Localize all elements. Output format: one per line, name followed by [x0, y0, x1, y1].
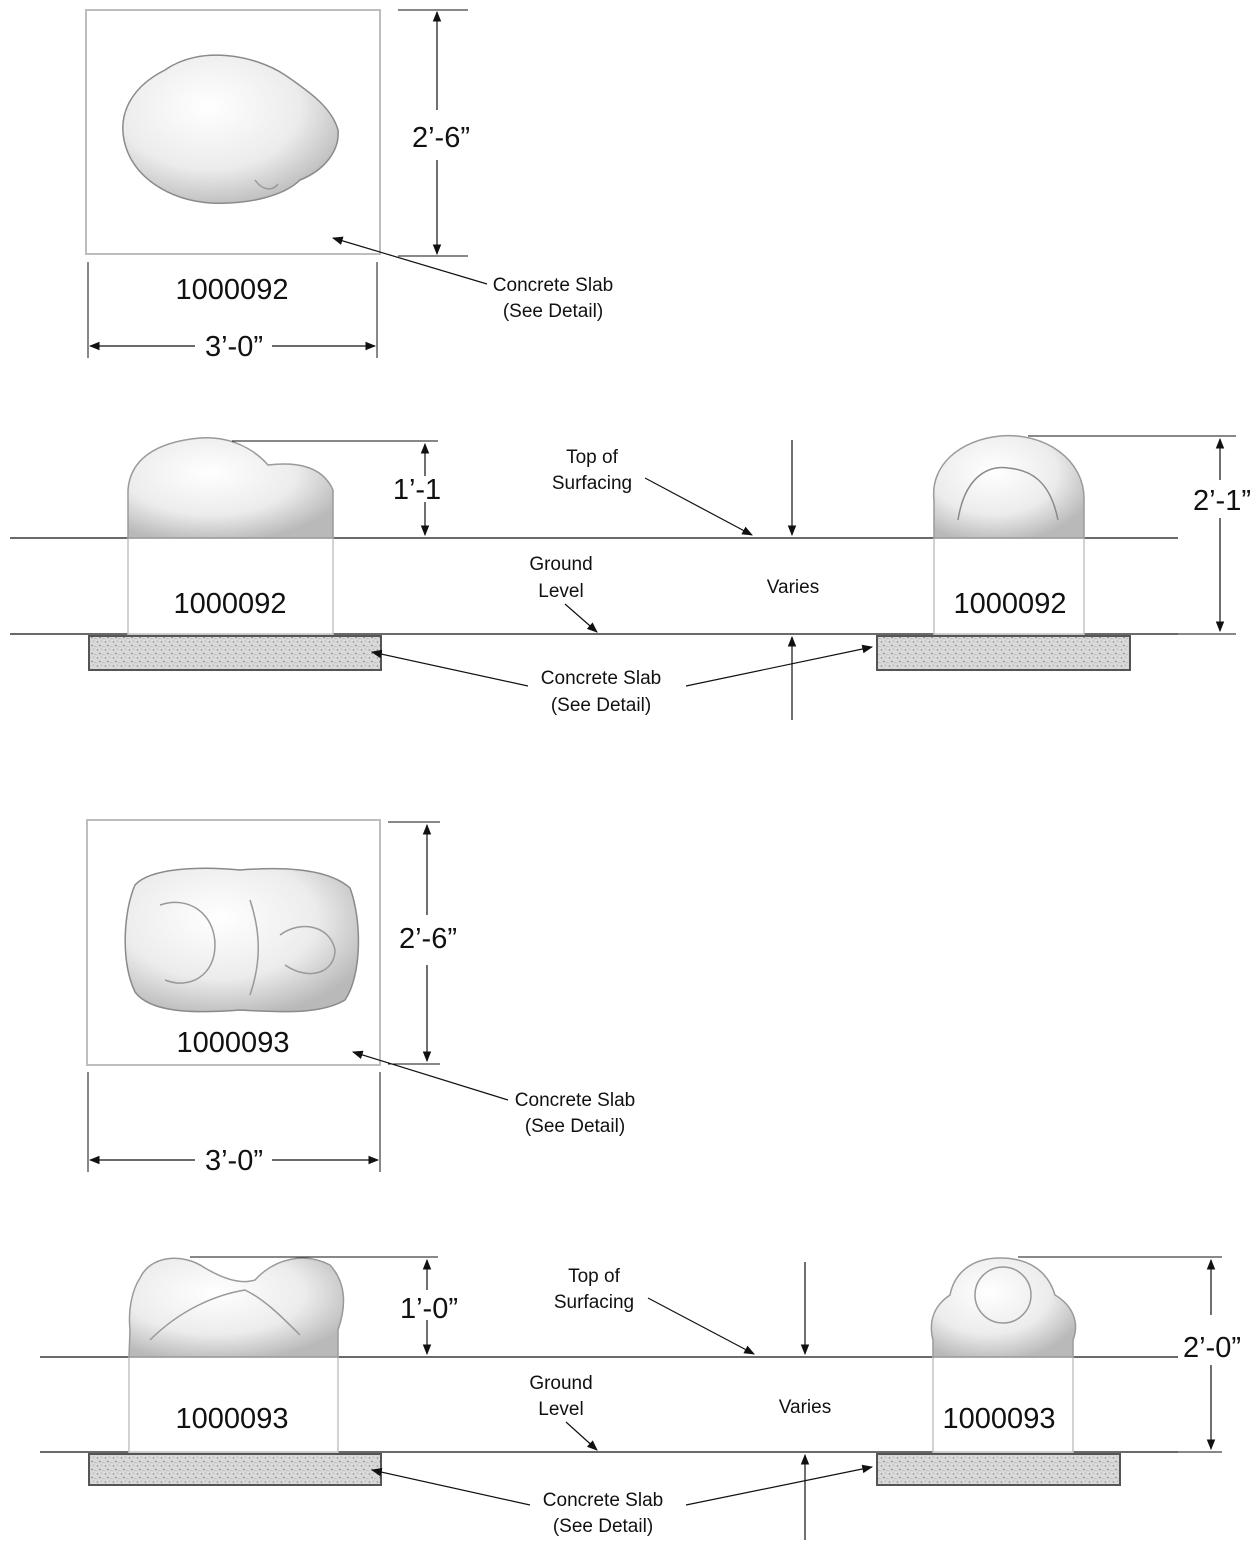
buried-base-right — [932, 1356, 1074, 1453]
plan-view-1000092: 1000092 2’-6” 3’-0” Concrete Slab (See D… — [85, 9, 613, 363]
slab-callout-line2: (See Detail) — [551, 695, 651, 716]
ground-level-line1: Ground — [529, 1373, 592, 1394]
callout-leader — [351, 1050, 509, 1101]
callout-leader — [685, 644, 874, 687]
callout-leader — [331, 236, 488, 285]
top-of-surfacing-line2: Surfacing — [554, 1292, 634, 1313]
left-height-dimension: 1’-0” — [400, 1293, 458, 1325]
ground-level-line2: Level — [538, 1399, 583, 1420]
slab-callout-line1: Concrete Slab — [493, 275, 613, 296]
width-dimension: 3’-0” — [205, 331, 263, 363]
sculpture-front-view — [932, 434, 1085, 539]
concrete-slab-right — [876, 1453, 1121, 1486]
left-item-number: 1000092 — [174, 588, 287, 620]
sculpture-top-view — [124, 867, 360, 1013]
slab-callout-line1: Concrete Slab — [515, 1090, 635, 1111]
sculpture-side-view — [128, 1257, 345, 1358]
sculpture-front-view — [930, 1257, 1077, 1358]
plan-item-number: 1000093 — [177, 1027, 290, 1059]
slab-callout-line1: Concrete Slab — [543, 1490, 663, 1511]
sculpture-detail — [254, 179, 279, 190]
callout-leader — [370, 649, 529, 687]
depth-dimension: 2’-6” — [399, 923, 457, 955]
concrete-slab-left — [88, 1453, 382, 1486]
plan-item-number: 1000092 — [176, 274, 289, 306]
callout-leader — [565, 1421, 598, 1451]
top-of-surfacing-line1: Top of — [568, 1266, 620, 1287]
overall-height-dimension: 2’-0” — [1183, 1332, 1241, 1364]
concrete-slab-left — [88, 635, 382, 671]
callout-leader — [647, 1297, 755, 1355]
varies-label: Varies — [779, 1397, 831, 1418]
varies-label: Varies — [767, 577, 819, 598]
overall-height-dimension: 2’-1” — [1193, 485, 1251, 517]
ground-level-line2: Level — [538, 581, 583, 602]
sculpture-front-detail — [957, 466, 1059, 521]
plan-view-1000093: 1000093 2’-6” 3’-0” Concrete Slab (See D… — [86, 819, 635, 1177]
top-of-surfacing-line1: Top of — [566, 447, 618, 468]
sculpture-side-view — [127, 437, 334, 539]
callout-leader — [685, 1464, 874, 1506]
left-height-dimension: 1’-1 — [393, 474, 441, 506]
callout-leader — [370, 1467, 531, 1506]
top-of-surfacing-line2: Surfacing — [552, 473, 632, 494]
sculpture-top-view — [122, 54, 339, 204]
right-item-number: 1000093 — [943, 1403, 1056, 1435]
left-item-number: 1000093 — [176, 1403, 289, 1435]
slab-callout-line2: (See Detail) — [525, 1116, 625, 1137]
elevation-view-1000093: 1000093 1000093 1’-0” 2’-0” Top of Surfa… — [40, 1256, 1241, 1540]
depth-dimension: 2’-6” — [412, 122, 470, 154]
right-item-number: 1000092 — [954, 588, 1067, 620]
buried-base-left — [128, 1356, 339, 1453]
sculpture-detail — [159, 899, 336, 996]
width-dimension: 3’-0” — [205, 1145, 263, 1177]
callout-leader — [564, 603, 598, 633]
sculpture-detail — [149, 1289, 301, 1341]
slab-callout-line1: Concrete Slab — [541, 668, 661, 689]
ground-level-line1: Ground — [529, 554, 592, 575]
slab-callout-line2: (See Detail) — [553, 1516, 653, 1537]
concrete-slab-right — [876, 635, 1131, 671]
slab-callout-line2: (See Detail) — [503, 301, 603, 322]
sculpture-detail — [974, 1266, 1032, 1324]
callout-leader — [644, 477, 753, 536]
elevation-view-1000092: 1000092 1000092 1’-1 2’-1” Top of Surfac… — [10, 434, 1251, 720]
